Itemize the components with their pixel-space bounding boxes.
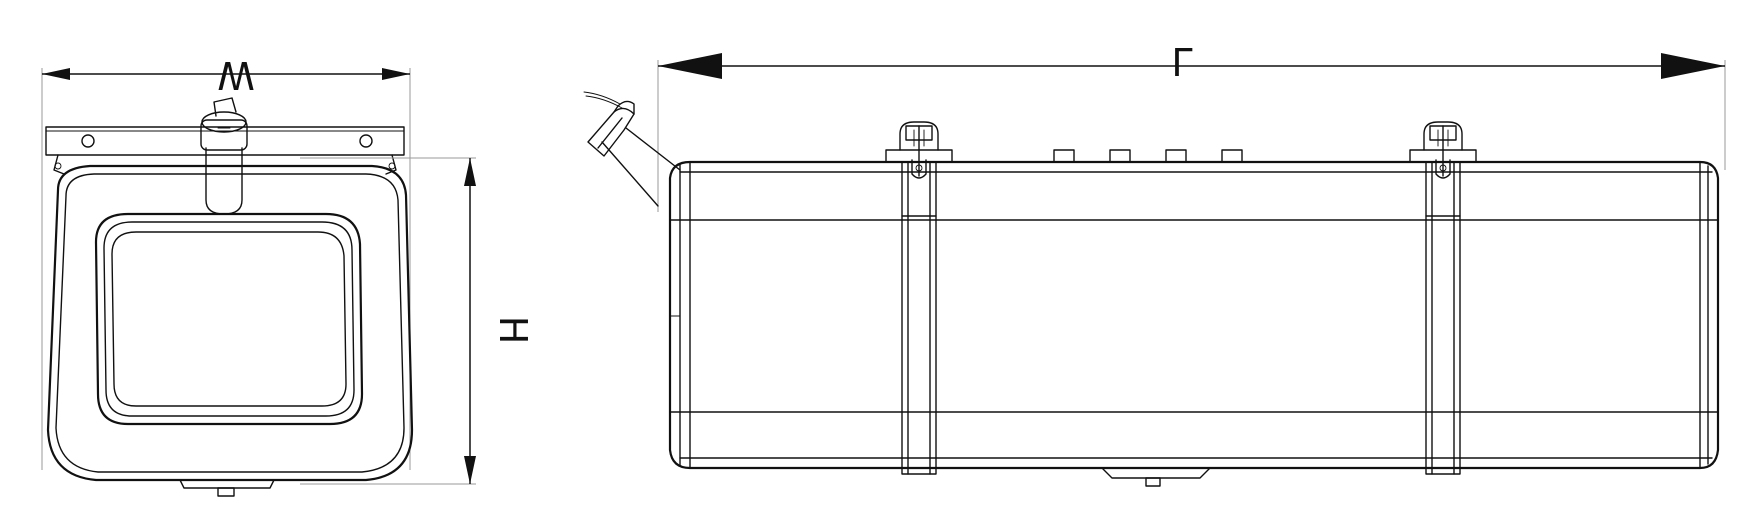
mounting-strap-1: [885, 121, 953, 475]
side-filler-neck: [583, 91, 681, 207]
top-ports: [1053, 149, 1243, 163]
front-view: W: [41, 53, 535, 497]
height-label: H: [491, 316, 535, 345]
side-view: L: [583, 39, 1726, 487]
tank-side-body: [668, 160, 1720, 487]
height-dimension: H: [300, 157, 535, 485]
mounting-bracket: [45, 126, 405, 175]
width-dimension: W: [41, 53, 411, 470]
mounting-strap-2: [1409, 121, 1477, 475]
tank-end-body: [46, 164, 414, 497]
width-label: W: [217, 53, 255, 97]
length-label: L: [1171, 39, 1192, 83]
length-dimension: L: [657, 39, 1726, 212]
filler-neck: [200, 97, 248, 215]
